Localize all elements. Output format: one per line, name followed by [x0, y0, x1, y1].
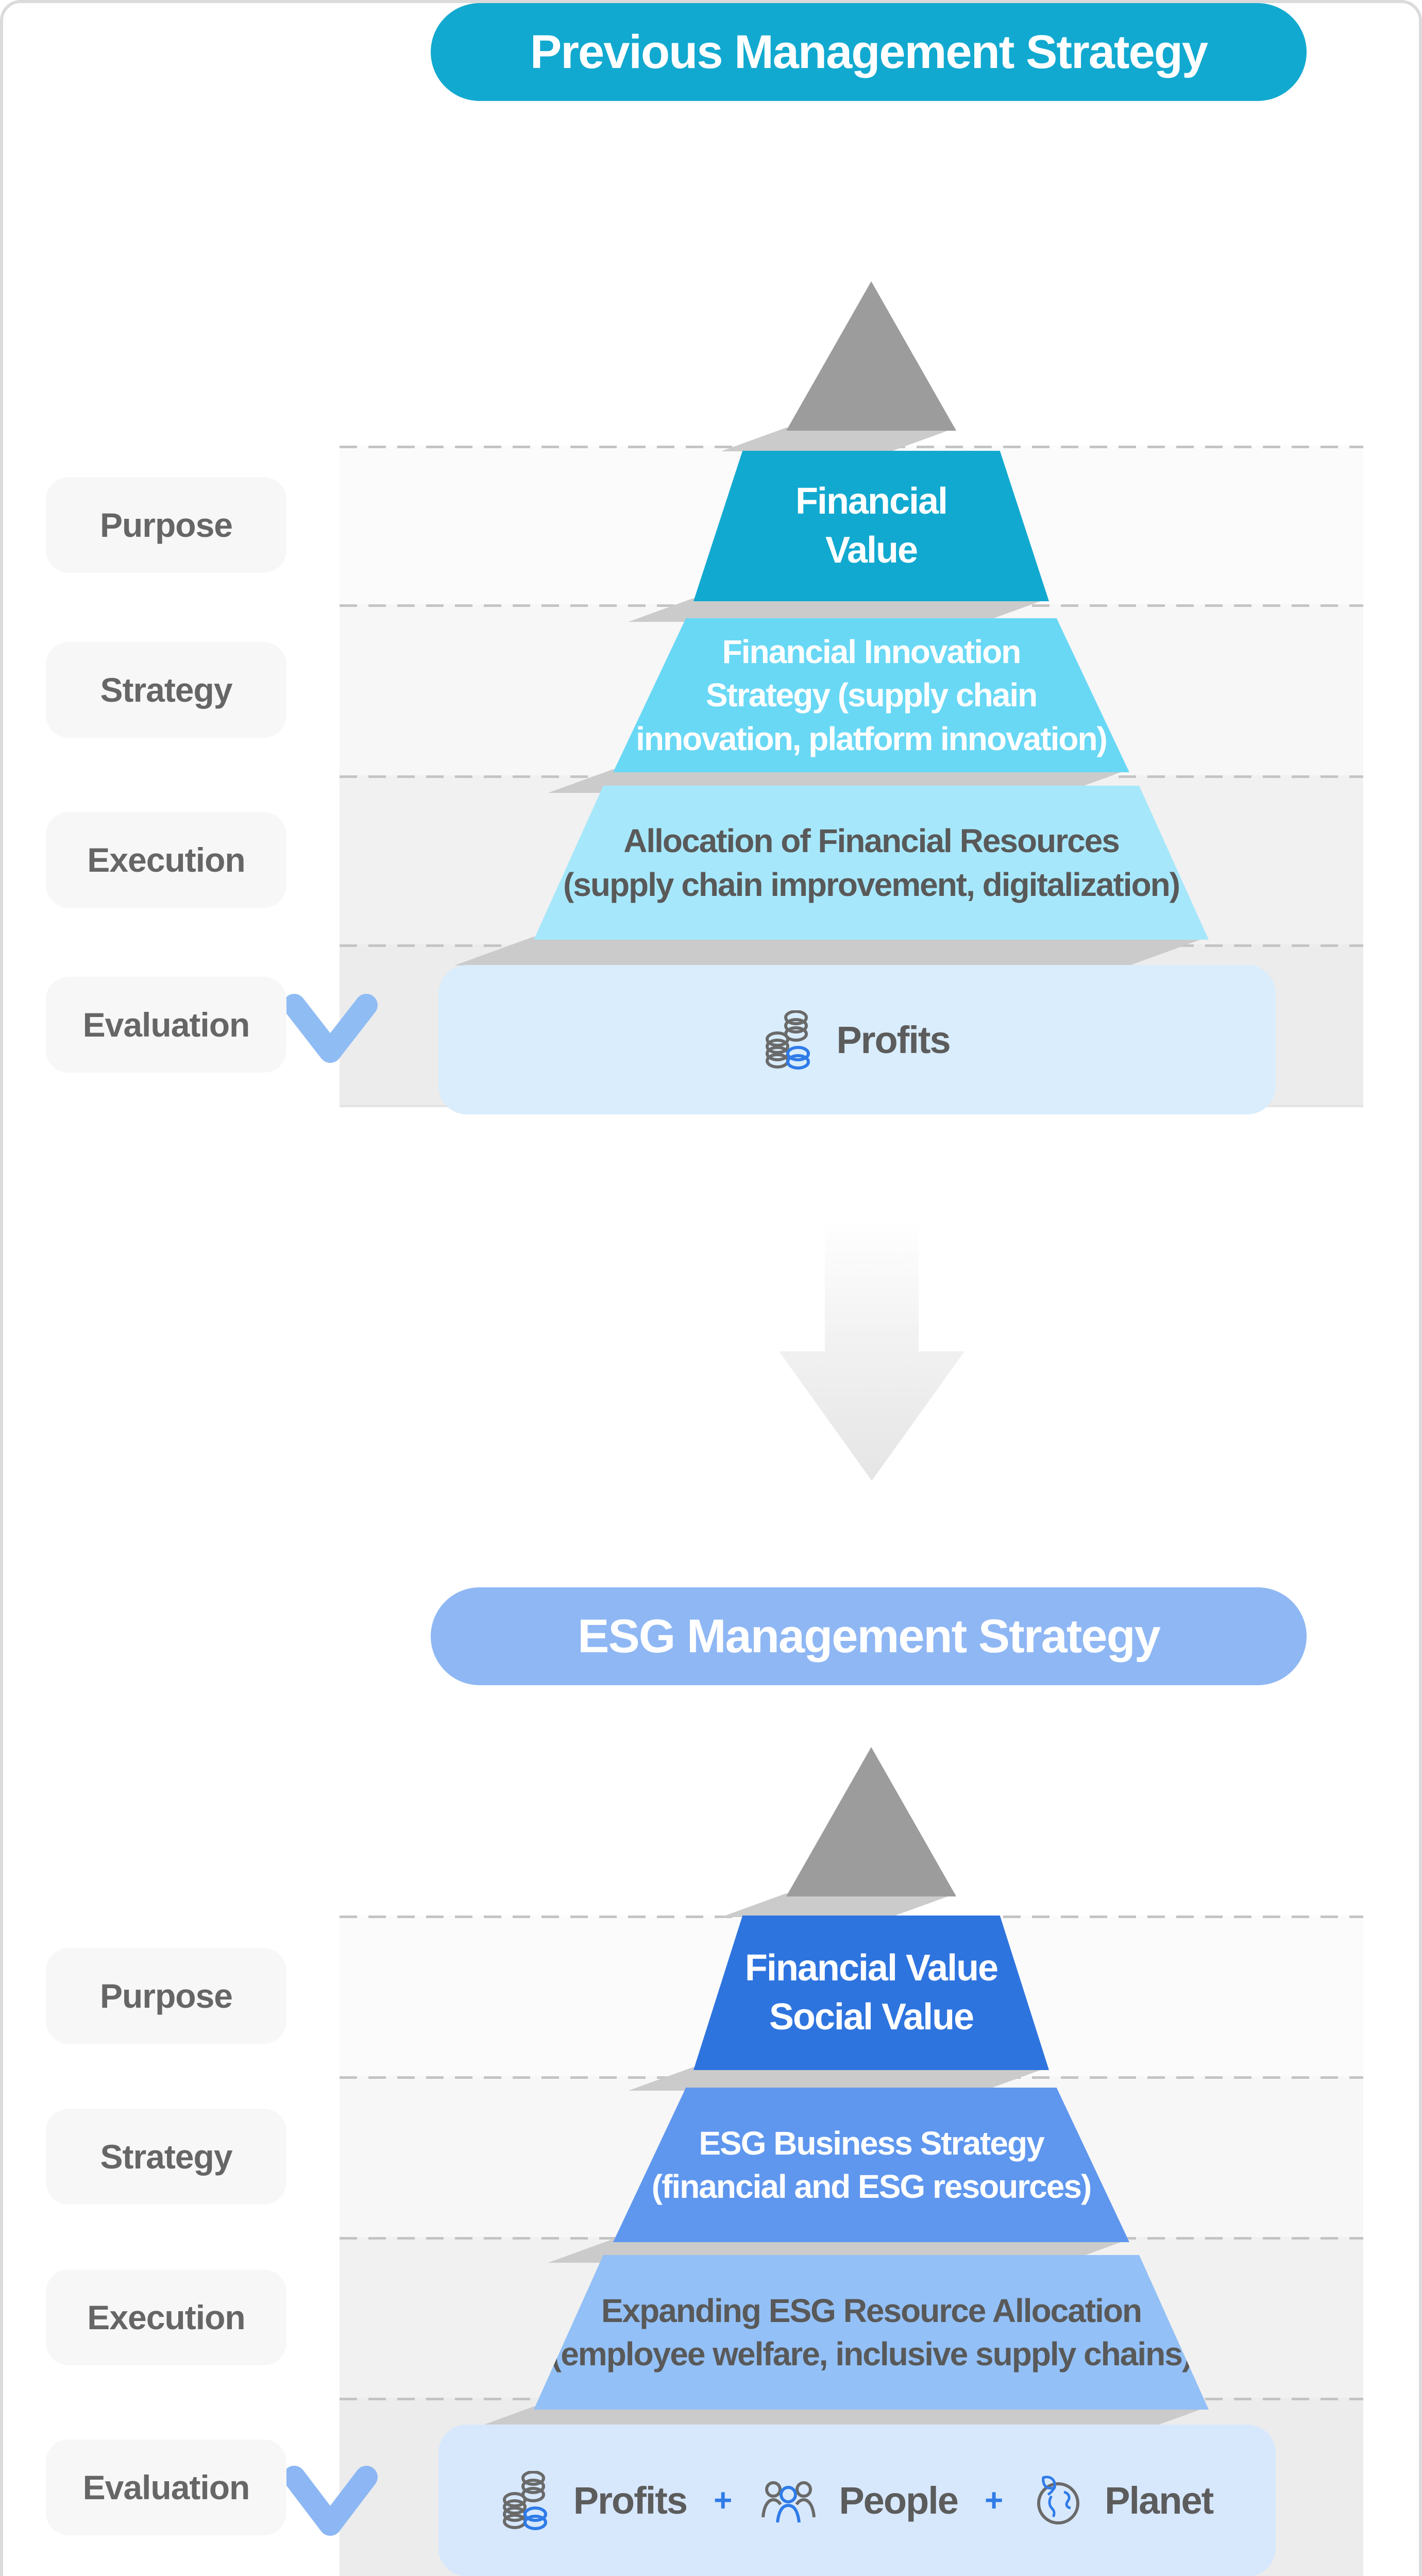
previous-strategy-title: Previous Management Strategy	[431, 3, 1307, 101]
level-text-line: Allocation of Financial Resources	[623, 822, 1120, 860]
level-text-line: ESG Business Strategy	[699, 2124, 1044, 2162]
pyramid-level-purpose: Financial Value	[693, 451, 1049, 601]
level-text-line: Social Value	[769, 1996, 974, 2038]
row-label-evaluation: Evaluation	[46, 977, 286, 1073]
row-label-strategy: Strategy	[46, 2109, 286, 2205]
evaluation-result-box: Profits	[438, 965, 1276, 1114]
evaluation-result-box: Profits + People +	[438, 2425, 1276, 2576]
pyramid-level-execution: Allocation of Financial Resources (suppl…	[534, 786, 1209, 940]
pyramid-level-strategy: ESG Business Strategy (financial and ESG…	[613, 2088, 1129, 2242]
pyramid-level-purpose: Financial Value Social Value	[693, 1916, 1049, 2070]
pyramid-shadow	[454, 937, 1209, 965]
row-label-purpose: Purpose	[46, 1948, 286, 2044]
coins-icon	[502, 2471, 547, 2530]
people-icon	[761, 2481, 816, 2523]
flow-arrow-down-icon	[283, 201, 378, 1063]
row-label-strategy: Strategy	[46, 642, 286, 738]
level-text-line: Financial	[795, 480, 948, 522]
level-text-line: Expanding ESG Resource Allocation	[601, 2292, 1142, 2329]
pyramid-shadow	[721, 1893, 956, 1917]
level-text-line: Financial Innovation	[722, 633, 1022, 670]
level-text-line: innovation, platform innovation)	[636, 720, 1108, 757]
evaluation-item-label: People	[839, 2479, 959, 2522]
esg-strategy-title: ESG Management Strategy	[431, 1587, 1307, 1685]
row-label-purpose: Purpose	[46, 477, 286, 573]
planet-icon	[1037, 2476, 1080, 2524]
pyramid-level-execution: Expanding ESG Resource Allocation (emplo…	[534, 2255, 1209, 2410]
pyramid-shadow	[628, 2067, 1049, 2091]
evaluation-item-label: Planet	[1105, 2479, 1214, 2522]
level-text-line: Strategy (supply chain	[705, 676, 1038, 714]
pyramid-top-triangle	[786, 281, 956, 431]
level-text-line: (supply chain improvement, digitalizatio…	[563, 866, 1180, 903]
flow-arrow-down-icon	[283, 1677, 378, 2536]
evaluation-item-label: Profits	[836, 1018, 951, 1061]
plus-separator: +	[714, 2483, 733, 2518]
pyramid-level-strategy: Financial Innovation Strategy (supply ch…	[613, 618, 1129, 772]
coins-icon	[766, 1010, 810, 1070]
transition-arrow-down-icon	[779, 1219, 964, 1481]
row-label-evaluation: Evaluation	[46, 2439, 286, 2535]
level-text-line: (employee welfare, inclusive supply chai…	[550, 2335, 1193, 2372]
evaluation-item-label: Profits	[573, 2479, 688, 2522]
plus-separator: +	[984, 2483, 1004, 2518]
level-text-line: Financial Value	[744, 1947, 998, 1989]
row-label-execution: Execution	[46, 812, 286, 908]
row-label-execution: Execution	[46, 2269, 286, 2365]
pyramid-top-triangle	[786, 1747, 956, 1896]
level-text-line: Value	[825, 530, 918, 571]
level-text-line: (financial and ESG resources)	[651, 2168, 1092, 2205]
